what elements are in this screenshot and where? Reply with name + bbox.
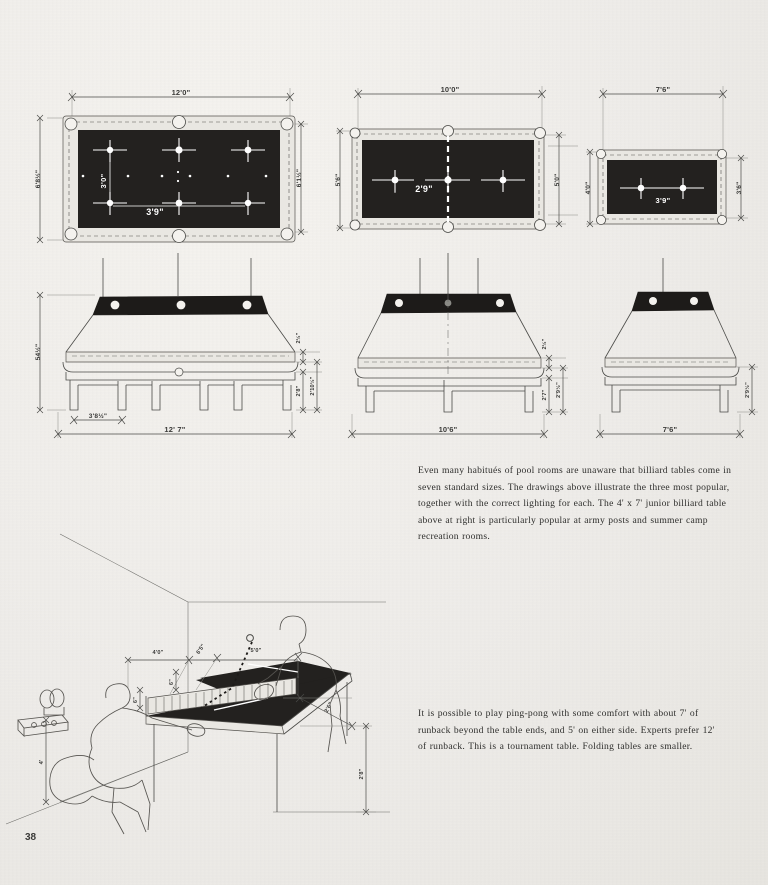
dim-table2-inner-horizontal: 2'9"	[415, 184, 433, 194]
dim-table1-outer-height: 6'8½"	[34, 170, 42, 189]
dim-elev2-table-height: 2'7"	[542, 389, 548, 400]
table-2-elevation: 2½" 2'7" 2'9½" 10'6"	[347, 253, 568, 439]
table-1-plan: 12'0" 6'8½" 6'1½"	[34, 88, 308, 244]
dim-elev1-leg-spacing: 3'8½"	[89, 412, 108, 420]
page-number: 38	[25, 832, 37, 843]
player-seated	[49, 683, 206, 835]
dim-projector-height: 4'	[39, 716, 50, 806]
dim-table3-inner-height: 3'6"	[736, 182, 743, 195]
pingpong-caption: It is possible to play ping-pong with so…	[418, 706, 718, 756]
table-2-plan: 10'0" 5'6" 5'0"	[335, 85, 578, 233]
dim-table2-inner-height: 5'0"	[554, 174, 561, 187]
dim-table1-inner-height: 6'1½"	[295, 169, 303, 188]
dim-table3-width: 7'6"	[656, 85, 671, 94]
dim-table2-outer-height: 5'6"	[335, 174, 342, 187]
dim-elev1-fixture-height: 54½"	[34, 344, 42, 361]
billiards-caption-text: Even many habitués of pool rooms are una…	[418, 465, 732, 542]
pingpong-drawing: 4'	[5, 533, 390, 835]
dim-pp-rail-detail: 6"	[133, 697, 139, 703]
pingpong-table	[145, 634, 353, 812]
pingpong-caption-text: It is possible to play ping-pong with so…	[418, 708, 715, 752]
dim-projector-height-label: 4'	[39, 759, 45, 764]
dim-pp-table-end-half: 6'5"	[196, 643, 207, 656]
dim-elev1-rail-thickness: 2½"	[295, 332, 302, 343]
table-1-elevation: 54½" 2½" 2'8" 2'10½" 3'8½"	[34, 253, 322, 439]
dim-table3-inner-horizontal: 3'9"	[656, 196, 671, 205]
table-3-elevation: 2'9½" 7'6"	[595, 258, 758, 439]
dim-elev2-rail-thickness: 2½"	[541, 338, 548, 349]
dim-table1-inner-vertical: 3'0"	[99, 173, 108, 188]
dim-elev1-top-height: 2'10½"	[309, 376, 316, 395]
billiard-drawings: 12'0" 6'8½" 6'1½"	[34, 85, 758, 439]
dim-table1-inner-horizontal: 3'9"	[146, 207, 164, 217]
dim-pp-net-height: 6"	[169, 679, 175, 685]
dim-elev1-table-height: 2'8"	[296, 385, 302, 396]
dim-table2-width: 10'0"	[441, 85, 460, 94]
table-3-plan: 7'6" 4'0" 3'6" 3'9"	[585, 85, 748, 228]
billiards-caption: Even many habitués of pool rooms are una…	[418, 463, 736, 546]
projector	[17, 688, 69, 738]
dim-table1-width: 12'0"	[172, 88, 191, 97]
dim-elev1-overall-width: 12' 7"	[164, 425, 185, 434]
dim-pp-side-clearance: 2'6"	[324, 701, 335, 714]
dim-elev2-overall-width: 10'6"	[439, 425, 458, 434]
dim-table3-outer-height: 4'0"	[585, 182, 592, 195]
pingpong-dimensions: 4'0" 6'5" 5'0" 6" 6" 2'6"	[124, 643, 376, 816]
dim-elev3-overall-width: 7'6"	[663, 425, 678, 434]
dim-pp-half-length: 5'0"	[250, 648, 261, 654]
table1-light-spots	[81, 138, 268, 215]
dim-elev2-top-height: 2'9½"	[555, 382, 562, 398]
dim-pp-end-runback: 4'0"	[152, 650, 163, 656]
dim-elev3-top-height: 2'9½"	[744, 382, 751, 398]
dim-pp-table-height: 2'8"	[359, 768, 365, 779]
